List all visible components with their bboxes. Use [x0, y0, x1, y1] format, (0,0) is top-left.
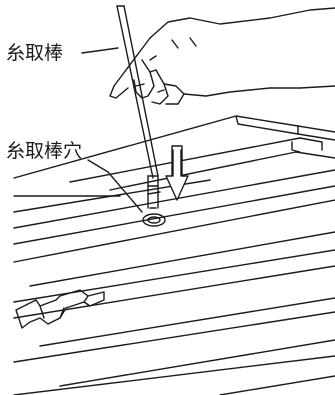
- leader-line-rod: [81, 47, 119, 54]
- machine-bed: [13, 115, 335, 395]
- bed-latch: [15, 289, 105, 329]
- thread-rod-hole-shape: [142, 213, 166, 227]
- thread-rod-label: 糸取棒: [6, 42, 64, 64]
- hand-shape: [109, 7, 335, 105]
- thread-rod-shape: [116, 5, 161, 209]
- down-arrow-icon: [165, 145, 189, 201]
- leader-line-hole: [87, 159, 143, 213]
- thread-rod-hole-label: 糸取棒穴: [6, 140, 83, 162]
